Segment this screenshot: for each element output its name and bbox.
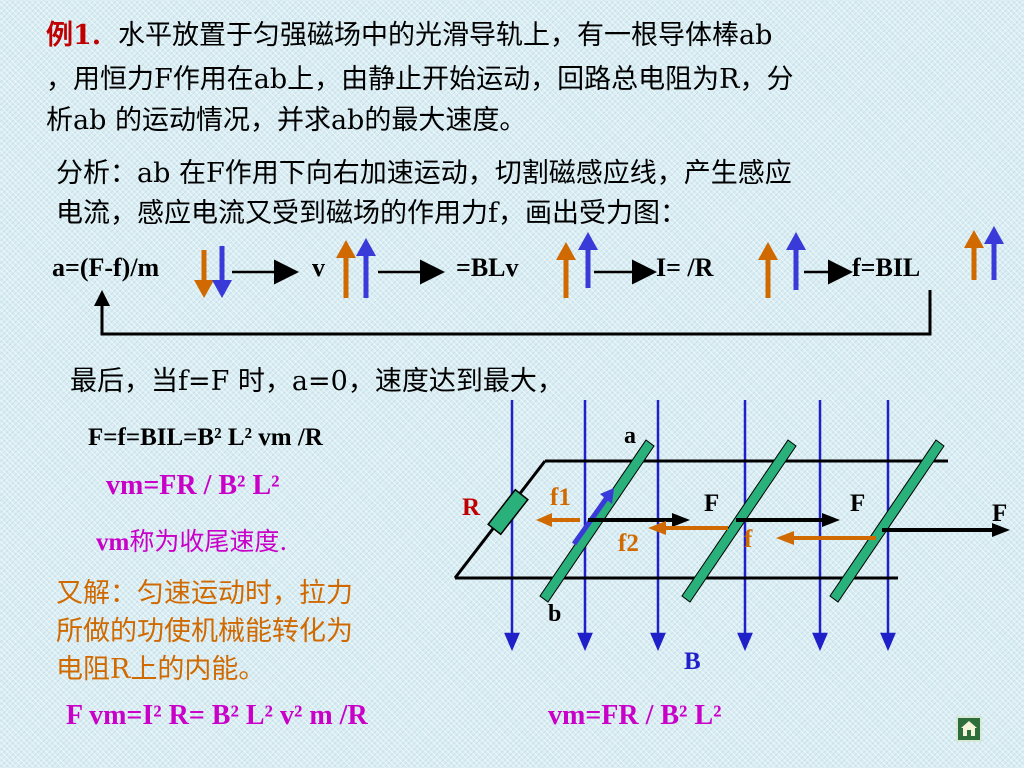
- resistor: [487, 488, 529, 536]
- problem-line-2: ，用恒力F作用在ab上，由静止开始运动，回路总电阻为R，分: [46, 64, 794, 95]
- label-F-3: F: [992, 500, 1008, 527]
- alt-line-1: 又解：匀速运动时，拉力: [56, 578, 353, 609]
- label-f2: f2: [618, 530, 639, 557]
- chain-current: I= /R: [656, 253, 714, 282]
- rails: [453, 459, 948, 580]
- label-F-2: F: [850, 490, 866, 517]
- magnetic-field-lines: [504, 400, 896, 652]
- example-label: 例1.: [46, 20, 102, 51]
- chain-emf: =BLv: [456, 253, 519, 282]
- chain-velocity: v: [312, 253, 325, 282]
- label-f: f: [744, 526, 753, 553]
- label-R: R: [462, 494, 481, 521]
- final-max-velocity: vm=FR / B² L²: [548, 700, 722, 731]
- chain-force: f=BIL: [852, 253, 921, 282]
- terminal-velocity-note: vm称为收尾速度.: [96, 526, 287, 559]
- label-B: B: [684, 648, 701, 675]
- label-f1: f1: [550, 484, 571, 511]
- alt-line-2: 所做的功使机械能转化为: [56, 616, 353, 647]
- home-icon[interactable]: [956, 716, 982, 742]
- analysis-line-1: 分析：ab 在F作用下向右加速运动，切割磁感应线，产生感应: [56, 158, 792, 189]
- label-a: a: [624, 423, 636, 449]
- forces: [536, 513, 1010, 545]
- terminal-velocity-text: 称为收尾速度.: [129, 527, 288, 556]
- problem-line-3: 析ab 的运动情况，并求ab的最大速度。: [46, 105, 527, 136]
- alt-line-3: 电阻R上的内能。: [56, 654, 266, 685]
- conclusion-line: 最后，当f=F 时，a=0，速度达到最大，: [70, 366, 564, 397]
- equation-max-velocity: vm=FR / B² L²: [106, 470, 280, 501]
- vm-symbol: vm: [96, 529, 130, 556]
- home-icon-glyph: [961, 721, 977, 736]
- analysis-line-2: 电流，感应电流又受到磁场的作用力f，画出受力图：: [56, 198, 687, 229]
- label-F-1: F: [704, 490, 720, 517]
- chain-arrows: [94, 226, 1004, 336]
- label-b: b: [548, 601, 562, 627]
- equation-force-balance: F=f=BIL=B² L² vm /R: [88, 424, 323, 451]
- chain-accel: a=(F-f)/m: [52, 253, 160, 282]
- final-energy-equation: F vm=I² R= B² L² v² m /R: [66, 700, 368, 731]
- problem-line-1: 水平放置于匀强磁场中的光滑导轨上，有一根导体棒ab: [118, 20, 773, 51]
